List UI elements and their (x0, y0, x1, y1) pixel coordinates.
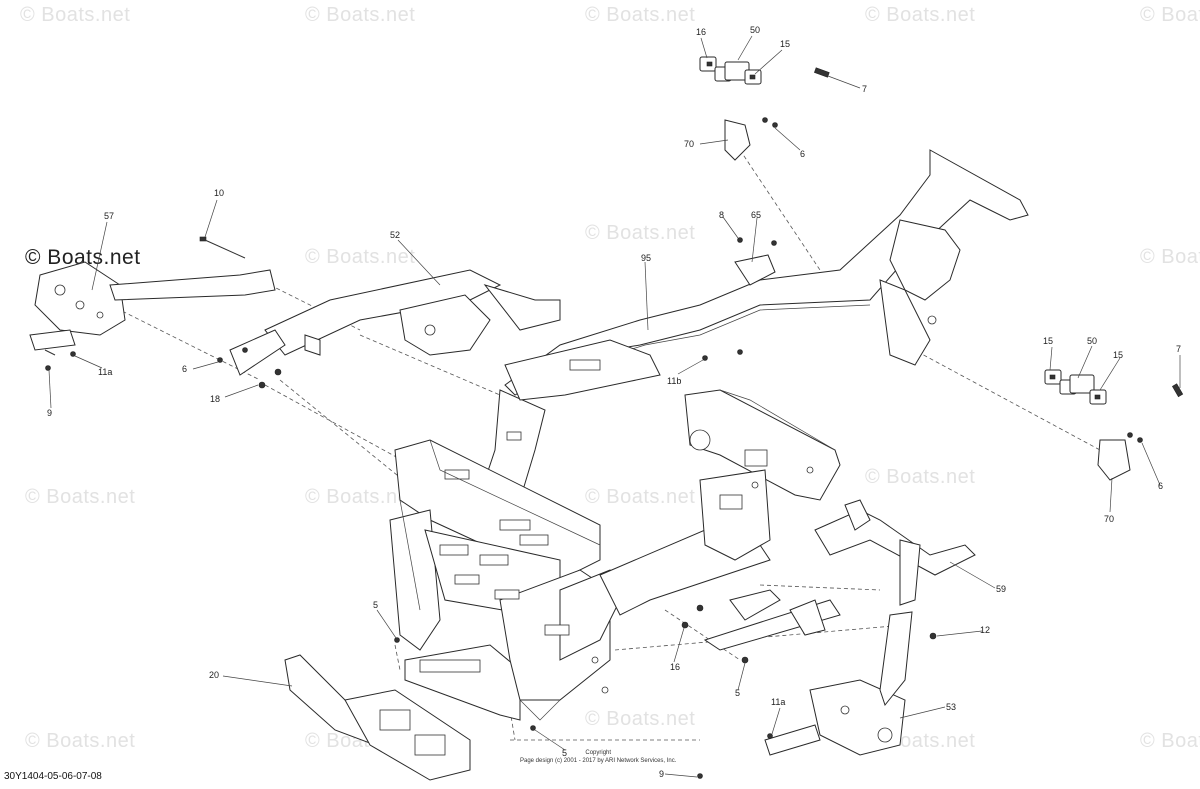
callout-53: 53 (946, 702, 957, 712)
callout-65: 65 (751, 210, 762, 220)
callout-5-bottom: 5 (562, 748, 568, 758)
watermark: © Boats.net (585, 486, 696, 508)
callout-15-right-a: 15 (1043, 336, 1054, 346)
callout-7-right: 7 (1176, 344, 1182, 354)
upper-bracket-52 (229, 269, 561, 376)
watermark: © Boats.net (865, 4, 976, 26)
callout-52: 52 (390, 230, 401, 240)
diagram-code: 30Y1404-05-06-07-08 (4, 771, 102, 782)
callout-5-left: 5 (373, 600, 379, 610)
callout-7-upper: 7 (862, 84, 868, 94)
alignment-line (759, 584, 881, 591)
alignment-line (264, 384, 421, 471)
clamp-set-upper (699, 56, 762, 85)
callout-20: 20 (209, 670, 220, 680)
callout-12: 12 (980, 625, 991, 635)
callout-15-right-b: 15 (1113, 350, 1124, 360)
watermark: © Boats.net (1140, 730, 1200, 752)
plate-70-upper (724, 119, 751, 161)
main-frame-tube (504, 149, 1029, 396)
callout-6-left: 6 (182, 364, 188, 374)
watermark: © Boats.net (1140, 246, 1200, 268)
callout-15-upper: 15 (780, 39, 791, 49)
watermark: © Boats.net (25, 486, 136, 508)
front-lower-bracket-20 (284, 654, 471, 781)
callout-16-lower: 16 (670, 662, 681, 672)
copyright-line-1: Copyright (585, 750, 612, 756)
callout-10: 10 (214, 188, 225, 198)
watermark: © Boats.net (865, 466, 976, 488)
watermark: © Boats.net (305, 246, 416, 268)
watermark: © Boats.net (25, 246, 141, 269)
right-tube-bracket-59 (814, 499, 976, 606)
callout-70-right: 70 (1104, 514, 1115, 524)
lower-right-bracket-53 (764, 611, 913, 756)
alignment-line (394, 644, 401, 671)
callout-95: 95 (641, 253, 652, 263)
watermark: © Boats.net (20, 4, 131, 26)
cross-member-with-hole (684, 389, 841, 501)
callout-6-upper: 6 (800, 149, 806, 159)
callout-11b: 11b (667, 376, 682, 386)
alignment-line (359, 334, 501, 396)
bracket-65 (734, 254, 776, 286)
clamp-set-right (1044, 369, 1107, 405)
watermark: © Boats.net (1140, 4, 1200, 26)
alignment-line (904, 344, 1101, 451)
callout-70-upper: 70 (684, 139, 695, 149)
callout-6-right: 6 (1158, 481, 1164, 491)
callout-8: 8 (719, 210, 725, 220)
callout-59: 59 (996, 584, 1007, 594)
watermark: © Boats.net (585, 222, 696, 244)
alignment-line (509, 709, 516, 741)
watermark: © Boats.net (305, 4, 416, 26)
diagonal-tube (479, 339, 661, 501)
watermark: © Boats.net (305, 486, 416, 508)
leader-lines (48, 35, 1181, 778)
callout-50-upper: 50 (750, 25, 761, 35)
lower-side-rail (599, 469, 771, 616)
alignment-line (739, 149, 821, 271)
lower-mid-tube-bracket (703, 589, 841, 651)
front-frame-assembly (389, 439, 621, 721)
watermark: © Boats.net (25, 730, 136, 752)
watermark: © Boats.net (585, 4, 696, 26)
copyright-notice: Copyright Page design (c) 2001 - 2017 by… (520, 749, 676, 765)
callout-9-bottom: 9 (659, 769, 665, 779)
callout-11a-left: 11a (98, 367, 113, 377)
fasteners (45, 67, 1184, 779)
callout-50-right: 50 (1087, 336, 1098, 346)
left-mount-bracket (29, 236, 276, 356)
copyright-line-2: Page design (c) 2001 - 2017 by ARI Netwo… (520, 758, 677, 764)
plate-70-right (1097, 439, 1131, 481)
callout-57: 57 (104, 211, 115, 221)
callout-16-upper: 16 (696, 27, 707, 37)
callout-18: 18 (210, 394, 221, 404)
callout-9-left: 9 (47, 408, 53, 418)
callout-11a-lower: 11a (771, 697, 786, 707)
alignment-line (664, 609, 741, 661)
watermark: © Boats.net (585, 708, 696, 730)
callout-5-mid: 5 (735, 688, 741, 698)
